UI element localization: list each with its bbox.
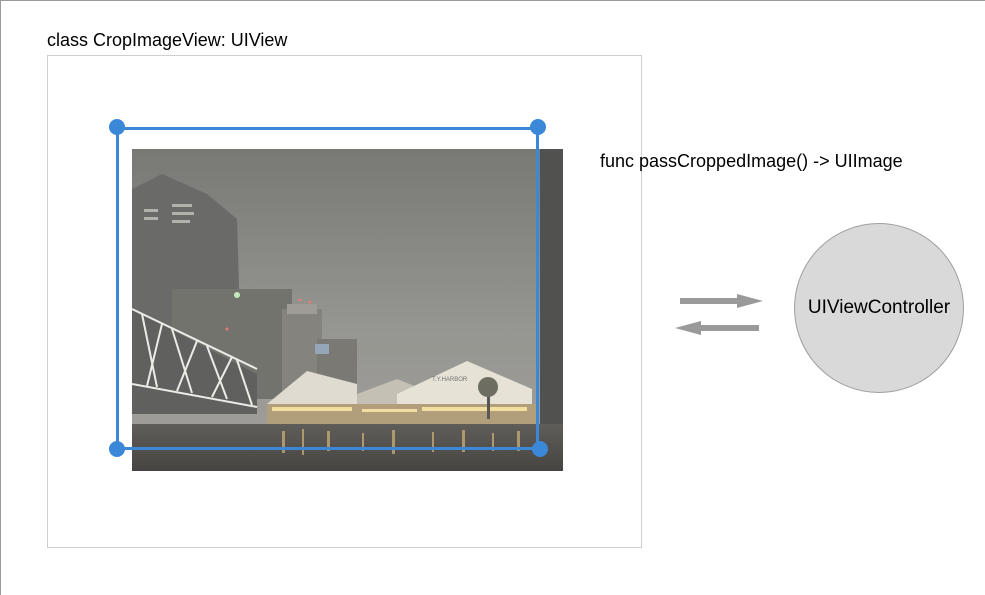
crop-view-class-label: class CropImageView: UIView [47,30,288,50]
function-label: func passCroppedImage() -> UIImage [600,151,903,171]
crop-handle-top-right[interactable] [530,119,546,135]
crop-handle-bottom-left[interactable] [109,441,125,457]
crop-handle-top-left[interactable] [109,119,125,135]
frame-left-border [0,0,1,595]
arrow-left-icon [675,321,759,335]
frame-top-border [0,0,985,1]
exchange-arrows [673,290,768,345]
arrow-right-icon [680,294,763,308]
controller-label: UIViewController [807,297,951,318]
harbor-sign-text: T.Y.HARBOR [432,377,468,383]
crop-handle-bottom-right[interactable] [532,441,548,457]
view-controller-circle: UIViewController [794,223,964,393]
crop-rectangle[interactable] [116,127,539,450]
photo-image: T.Y.HARBOR [132,149,563,471]
